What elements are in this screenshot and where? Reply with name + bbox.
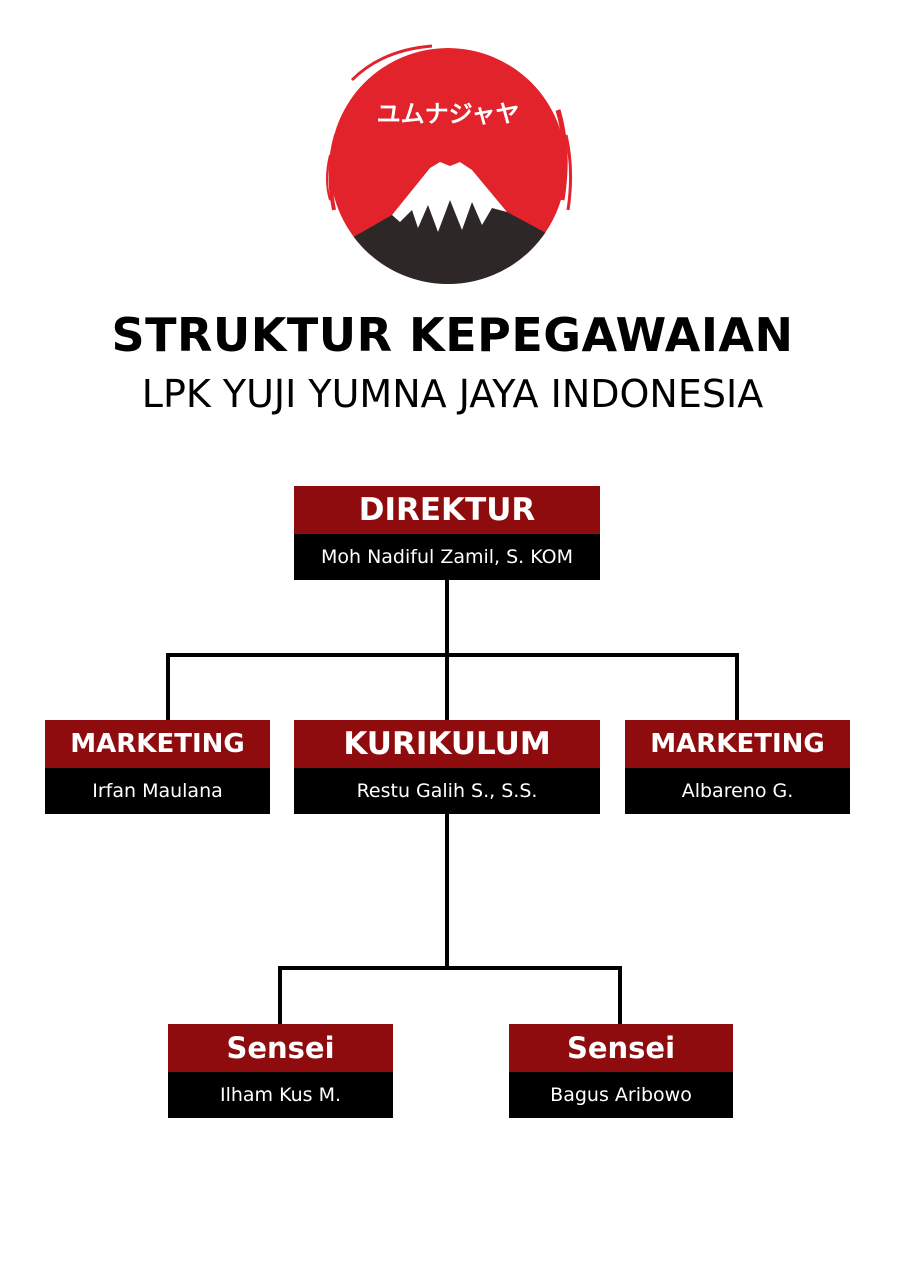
org-box-kurikulum: KURIKULUM Restu Galih S., S.S.	[294, 720, 600, 814]
person-name: Restu Galih S., S.S.	[294, 768, 600, 814]
company-logo: ユムナジャヤ	[326, 44, 573, 284]
role-label: MARKETING	[45, 720, 270, 768]
person-name: Moh Nadiful Zamil, S. KOM	[294, 534, 600, 580]
role-label: DIREKTUR	[294, 486, 600, 534]
page-subtitle: LPK YUJI YUMNA JAYA INDONESIA	[141, 372, 764, 416]
person-name: Irfan Maulana	[45, 768, 270, 814]
org-box-sensei-left: Sensei Ilham Kus M.	[168, 1024, 393, 1118]
page-title: STRUKTUR KEPEGAWAIAN	[111, 308, 794, 362]
person-name: Bagus Aribowo	[509, 1072, 733, 1118]
role-label: KURIKULUM	[294, 720, 600, 768]
role-label: Sensei	[168, 1024, 393, 1072]
person-name: Ilham Kus M.	[168, 1072, 393, 1118]
logo-katakana: ユムナジャヤ	[377, 100, 520, 128]
org-box-sensei-right: Sensei Bagus Aribowo	[509, 1024, 733, 1118]
org-box-marketing-left: MARKETING Irfan Maulana	[45, 720, 270, 814]
person-name: Albareno G.	[625, 768, 850, 814]
org-box-marketing-right: MARKETING Albareno G.	[625, 720, 850, 814]
role-label: Sensei	[509, 1024, 733, 1072]
org-box-direktur: DIREKTUR Moh Nadiful Zamil, S. KOM	[294, 486, 600, 580]
role-label: MARKETING	[625, 720, 850, 768]
